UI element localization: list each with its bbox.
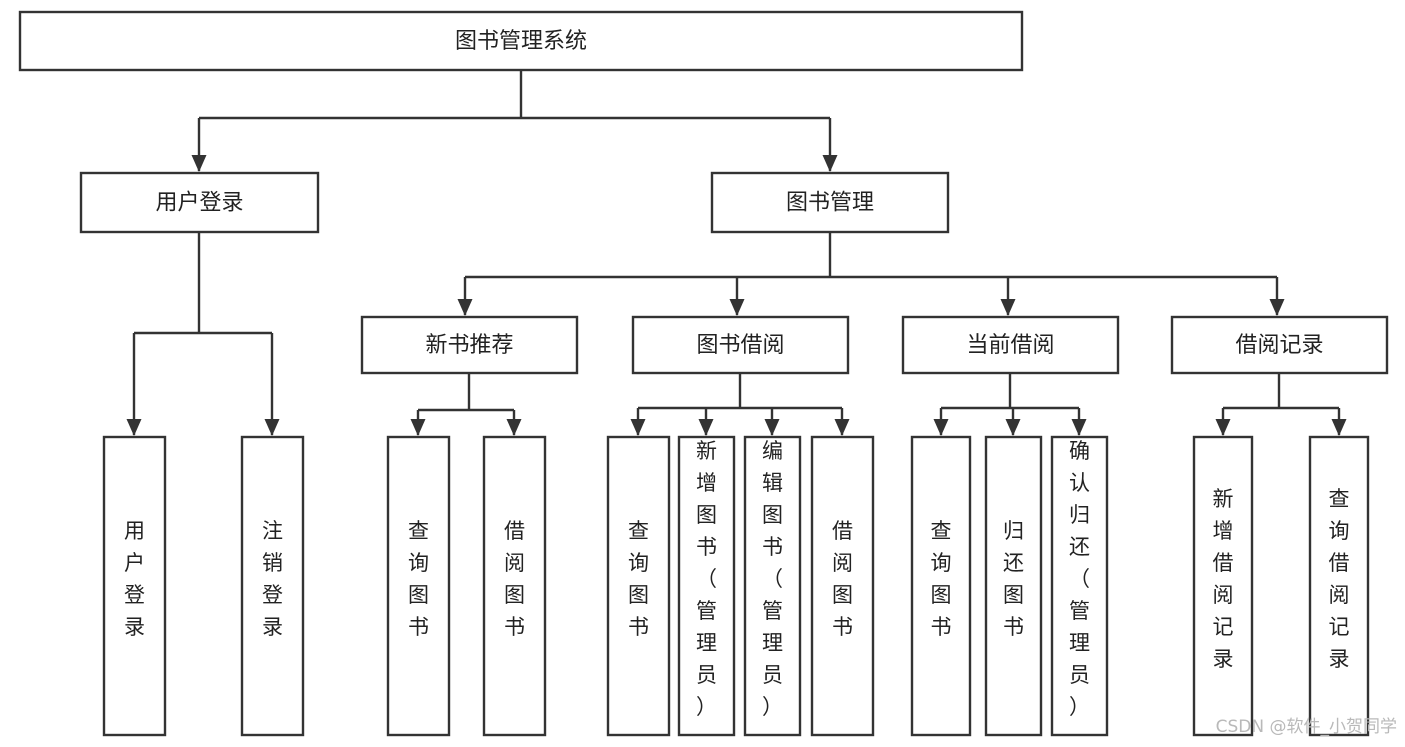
arrow-head-icon (1005, 419, 1021, 436)
node-box-leaf-query-book-recommend[interactable] (386, 435, 451, 737)
node-current-borrow[interactable]: 当前借阅 (901, 315, 1120, 375)
node-label-book-borrow: 图书借阅 (696, 333, 784, 358)
node-leaf-query-book-recommend[interactable]: 查询图书 (386, 435, 451, 737)
node-layer: 图书管理系统用户登录图书管理新书推荐图书借阅当前借阅借阅记录用户登录注销登录查询… (18, 10, 1389, 737)
arrow-head-icon (822, 155, 838, 172)
node-leaf-query-book-borrow[interactable]: 查询图书 (606, 435, 671, 737)
node-box-new-book-recommend[interactable] (360, 315, 579, 375)
csdn-watermark: CSDN @软件_小贺同学 (1216, 717, 1397, 737)
node-box-root[interactable] (18, 10, 1024, 72)
node-borrow-record[interactable]: 借阅记录 (1170, 315, 1389, 375)
arrow-head-icon (933, 419, 949, 436)
node-label-leaf-edit-book: 编辑图书（管理员） (762, 439, 783, 719)
node-new-book-recommend[interactable]: 新书推荐 (360, 315, 579, 375)
node-box-leaf-query-borrow-record[interactable] (1308, 435, 1370, 737)
node-box-leaf-add-book[interactable] (677, 435, 736, 737)
connector-current-borrow-bus (933, 373, 1087, 436)
connector-book-borrow-bus (630, 373, 850, 436)
node-leaf-borrow-book-recommend[interactable]: 借阅图书 (482, 435, 547, 737)
arrow-head-icon (457, 299, 473, 316)
node-leaf-return-book[interactable]: 归还图书 (984, 435, 1043, 737)
node-box-leaf-confirm-return[interactable] (1050, 435, 1109, 737)
node-leaf-borrow-book[interactable]: 借阅图书 (810, 435, 875, 737)
node-box-leaf-query-book-borrow[interactable] (606, 435, 671, 737)
node-box-leaf-user-login[interactable] (102, 435, 167, 737)
node-label-user-login: 用户登录 (155, 191, 243, 216)
node-leaf-add-book[interactable]: 新增图书（管理员） (677, 435, 736, 737)
node-box-leaf-return-book[interactable] (984, 435, 1043, 737)
node-box-leaf-borrow-book-recommend[interactable] (482, 435, 547, 737)
node-label-leaf-query-borrow-record: 查询借阅记录 (1329, 487, 1350, 671)
node-label-current-borrow: 当前借阅 (966, 333, 1054, 358)
node-box-leaf-logout-login[interactable] (240, 435, 305, 737)
node-user-login[interactable]: 用户登录 (79, 171, 320, 234)
arrow-head-icon (191, 155, 207, 172)
node-box-book-borrow[interactable] (631, 315, 850, 375)
node-label-leaf-add-borrow-record: 新增借阅记录 (1213, 487, 1234, 671)
arrow-head-icon (698, 419, 714, 436)
node-box-book-management[interactable] (710, 171, 950, 234)
node-label-leaf-user-login: 用户登录 (124, 519, 145, 639)
node-label-new-book-recommend: 新书推荐 (425, 333, 513, 358)
node-box-leaf-query-book-current[interactable] (910, 435, 972, 737)
node-leaf-add-borrow-record[interactable]: 新增借阅记录 (1192, 435, 1254, 737)
node-root[interactable]: 图书管理系统 (18, 10, 1024, 72)
node-label-leaf-return-book: 归还图书 (1003, 519, 1024, 639)
node-label-leaf-borrow-book: 借阅图书 (832, 519, 853, 639)
arrow-head-icon (126, 419, 142, 436)
node-leaf-query-borrow-record[interactable]: 查询借阅记录 (1308, 435, 1370, 737)
arrow-head-icon (1331, 419, 1347, 436)
arrow-head-icon (1269, 299, 1285, 316)
node-label-leaf-borrow-book-recommend: 借阅图书 (504, 519, 525, 639)
node-leaf-confirm-return[interactable]: 确认归还（管理员） (1050, 435, 1109, 737)
connector-borrow-record-bus (1215, 373, 1347, 436)
node-book-management[interactable]: 图书管理 (710, 171, 950, 234)
node-box-leaf-add-borrow-record[interactable] (1192, 435, 1254, 737)
node-label-borrow-record: 借阅记录 (1235, 333, 1323, 358)
arrow-head-icon (410, 419, 426, 436)
arrow-head-icon (764, 419, 780, 436)
node-box-leaf-edit-book[interactable] (743, 435, 802, 737)
node-box-leaf-borrow-book[interactable] (810, 435, 875, 737)
node-leaf-query-book-current[interactable]: 查询图书 (910, 435, 972, 737)
node-label-leaf-logout-login: 注销登录 (262, 519, 283, 639)
connector-book-management-bus (457, 232, 1285, 316)
node-box-borrow-record[interactable] (1170, 315, 1389, 375)
node-leaf-edit-book[interactable]: 编辑图书（管理员） (743, 435, 802, 737)
connector-layer (126, 70, 1347, 436)
node-label-leaf-confirm-return: 确认归还（管理员） (1069, 439, 1090, 719)
node-label-book-management: 图书管理 (786, 191, 874, 216)
node-book-borrow[interactable]: 图书借阅 (631, 315, 850, 375)
node-box-current-borrow[interactable] (901, 315, 1120, 375)
connector-user-login-bus (126, 232, 280, 436)
arrow-head-icon (1215, 419, 1231, 436)
connector-new-book-recommend-bus (410, 373, 522, 436)
arrow-head-icon (1000, 299, 1016, 316)
arrow-head-icon (1071, 419, 1087, 436)
arrow-head-icon (834, 419, 850, 436)
node-label-leaf-query-book-borrow: 查询图书 (628, 519, 649, 639)
node-label-root: 图书管理系统 (455, 29, 587, 54)
arrow-head-icon (630, 419, 646, 436)
connector-root-bus (191, 70, 838, 172)
arrow-head-icon (506, 419, 522, 436)
arrow-head-icon (264, 419, 280, 436)
node-box-user-login[interactable] (79, 171, 320, 234)
arrow-head-icon (729, 299, 745, 316)
node-leaf-user-login[interactable]: 用户登录 (102, 435, 167, 737)
node-label-leaf-query-book-current: 查询图书 (931, 519, 952, 639)
node-leaf-logout-login[interactable]: 注销登录 (240, 435, 305, 737)
node-label-leaf-query-book-recommend: 查询图书 (408, 519, 429, 639)
node-label-leaf-add-book: 新增图书（管理员） (696, 439, 717, 719)
